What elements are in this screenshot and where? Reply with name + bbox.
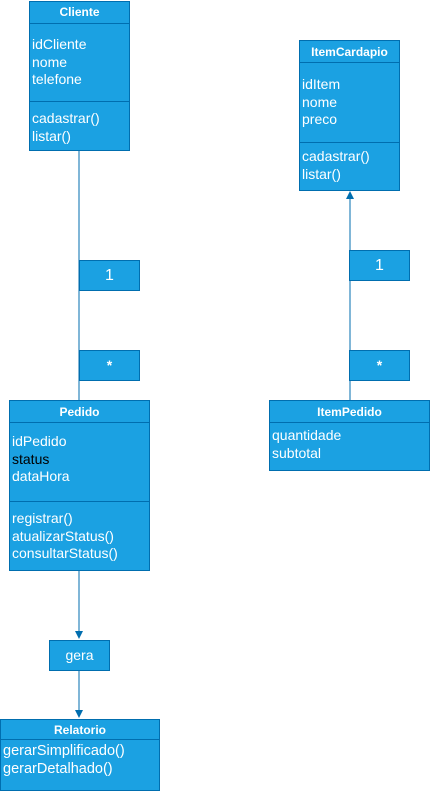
class-relatorio-operations: gerarSimplificado() gerarDetalhado()	[1, 740, 159, 780]
class-itempedido-title: ItemPedido	[270, 401, 429, 423]
class-cliente-title: Cliente	[30, 2, 129, 24]
class-itemcardapio-operation: listar()	[302, 165, 341, 182]
class-itemcardapio-attribute: preco	[302, 111, 338, 127]
class-pedido-operation: atualizarStatus()	[12, 527, 114, 544]
class-pedido-attribute: dataHora	[12, 468, 70, 484]
class-itemcardapio[interactable]: ItemCardapio idItem nome preco cadastrar…	[299, 40, 400, 191]
class-relatorio-operation: gerarSimplificado()	[3, 743, 125, 759]
class-cliente[interactable]: Cliente idCliente nome telefone cadastra…	[29, 1, 130, 151]
class-cliente-attribute: telefone	[32, 71, 82, 87]
multiplicity-label-item-many: *	[349, 350, 410, 381]
multiplicity-label-cliente-many: *	[79, 350, 140, 381]
class-itemcardapio-operations: cadastrar() listar()	[300, 142, 399, 185]
class-itemcardapio-attributes: idItem nome preco	[300, 63, 399, 142]
class-itempedido-attribute: subtotal	[272, 444, 322, 461]
class-pedido-operation: consultarStatus()	[12, 545, 118, 561]
class-pedido-attributes: idPedido status dataHora	[10, 423, 149, 501]
class-cliente-attribute: nome	[32, 53, 68, 70]
class-relatorio-operation: gerarDetalhado()	[3, 760, 113, 777]
class-cliente-attributes: idCliente nome telefone	[30, 24, 129, 101]
class-itempedido-attribute: quantidade	[272, 427, 342, 443]
class-pedido-title: Pedido	[10, 401, 149, 423]
class-relatorio[interactable]: Relatorio gerarSimplificado() gerarDetal…	[0, 719, 160, 791]
class-pedido-operations: registrar() atualizarStatus() consultarS…	[10, 501, 149, 565]
class-cliente-attribute: idCliente	[32, 36, 87, 52]
class-pedido-attribute: status	[12, 450, 50, 467]
multiplicity-label-cliente-one: 1	[79, 260, 140, 291]
class-pedido[interactable]: Pedido idPedido status dataHora registra…	[9, 400, 150, 571]
class-itemcardapio-operation: cadastrar()	[302, 148, 370, 164]
class-itemcardapio-title: ItemCardapio	[300, 41, 399, 63]
class-pedido-attribute: idPedido	[12, 433, 67, 449]
class-itemcardapio-attribute: nome	[302, 93, 338, 110]
multiplicity-label-item-one: 1	[349, 250, 410, 281]
class-cliente-operations: cadastrar() listar()	[30, 101, 129, 147]
class-relatorio-title: Relatorio	[1, 720, 159, 740]
class-itemcardapio-attribute: idItem	[302, 76, 341, 92]
relationship-label-gera: gera	[49, 640, 110, 671]
class-itempedido-attributes: quantidade subtotal	[270, 423, 429, 464]
class-pedido-operation: registrar()	[12, 510, 73, 526]
class-itempedido[interactable]: ItemPedido quantidade subtotal	[269, 400, 430, 471]
class-cliente-operation: cadastrar()	[32, 110, 100, 126]
class-cliente-operation: listar()	[32, 127, 71, 144]
